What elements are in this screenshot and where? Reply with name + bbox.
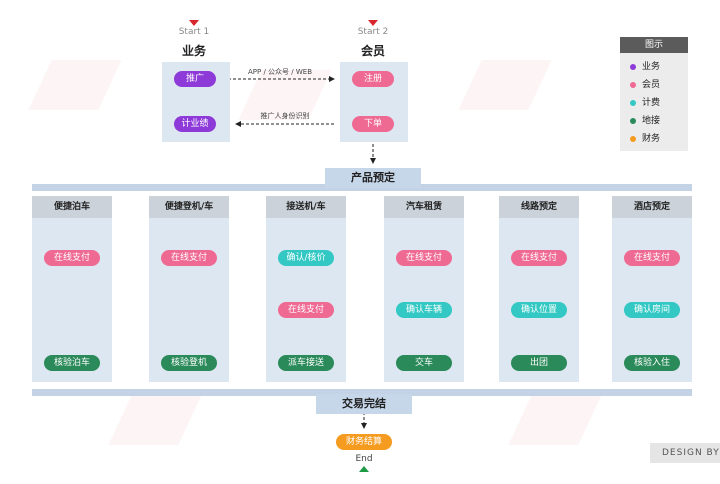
product-band-label: 产品预定 xyxy=(325,168,421,188)
step-node[interactable]: 核验泊车 xyxy=(44,355,100,371)
settlement-node[interactable]: 财务结算 xyxy=(336,434,392,450)
end-label: End xyxy=(355,454,373,464)
legend-label: 业务 xyxy=(642,62,661,72)
step-node[interactable]: 在线支付 xyxy=(396,250,452,266)
product-column-title: 酒店预定 xyxy=(612,196,692,218)
product-column: 酒店预定 xyxy=(612,196,692,382)
legend-label: 会员 xyxy=(642,80,661,90)
legend: 图示 业务 会员 计费 地接 财务 xyxy=(620,37,688,151)
register-node[interactable]: 注册 xyxy=(352,71,394,87)
legend-dot-icon xyxy=(630,63,636,70)
step-node[interactable]: 交车 xyxy=(396,355,452,371)
edge-label-channels: APP / 公众号 / WEB xyxy=(248,68,312,76)
step-node[interactable]: 在线支付 xyxy=(161,250,217,266)
business-title: 业务 xyxy=(181,44,206,58)
legend-item-ground: 地接 xyxy=(630,115,660,127)
product-column-title: 便捷泊车 xyxy=(32,196,112,218)
legend-item-member: 会员 xyxy=(630,79,660,91)
legend-dot-icon xyxy=(630,99,636,106)
step-node[interactable]: 确认位置 xyxy=(511,302,567,318)
product-column: 接送机/车 xyxy=(266,196,346,382)
legend-item-finance: 财务 xyxy=(630,133,660,145)
product-column: 汽车租赁 xyxy=(384,196,464,382)
product-column: 便捷登机/车 xyxy=(149,196,229,382)
step-node[interactable]: 派车接送 xyxy=(278,355,334,371)
step-node[interactable]: 在线支付 xyxy=(511,250,567,266)
legend-label: 财务 xyxy=(642,134,661,144)
member-title: 会员 xyxy=(360,44,385,58)
end-marker xyxy=(359,466,369,472)
start-1-marker xyxy=(189,20,199,26)
step-node[interactable]: 确认车辆 xyxy=(396,302,452,318)
edge-label-identify: 推广人身份识别 xyxy=(260,112,310,120)
product-column-title: 汽车租赁 xyxy=(384,196,464,218)
legend-label: 地接 xyxy=(642,116,661,126)
legend-dot-icon xyxy=(630,81,636,88)
step-node[interactable]: 核验入住 xyxy=(624,355,680,371)
order-node[interactable]: 下单 xyxy=(352,116,394,132)
trade-band-label: 交易完结 xyxy=(316,394,412,414)
step-node[interactable]: 在线支付 xyxy=(278,302,334,318)
design-credit: DESIGN BY : xyxy=(650,443,720,463)
legend-item-billing: 计费 xyxy=(630,97,660,109)
product-column-title: 线路预定 xyxy=(499,196,579,218)
product-column-title: 接送机/车 xyxy=(266,196,346,218)
step-node[interactable]: 在线支付 xyxy=(44,250,100,266)
step-node[interactable]: 出团 xyxy=(511,355,567,371)
legend-label: 计费 xyxy=(642,98,661,108)
product-column: 便捷泊车 xyxy=(32,196,112,382)
step-node[interactable]: 确认房间 xyxy=(624,302,680,318)
legend-dot-icon xyxy=(630,135,636,142)
step-node[interactable]: 确认/核价 xyxy=(278,250,334,266)
trade-band-bar xyxy=(32,389,692,396)
legend-dot-icon xyxy=(630,117,636,124)
performance-node[interactable]: 计业绩 xyxy=(174,116,216,132)
start-2-label: Start 2 xyxy=(357,27,389,37)
legend-item-business: 业务 xyxy=(630,61,660,73)
promote-node[interactable]: 推广 xyxy=(174,71,216,87)
step-node[interactable]: 核验登机 xyxy=(161,355,217,371)
product-column-title: 便捷登机/车 xyxy=(149,196,229,218)
step-node[interactable]: 在线支付 xyxy=(624,250,680,266)
product-column: 线路预定 xyxy=(499,196,579,382)
start-1-label: Start 1 xyxy=(178,27,210,37)
legend-title: 图示 xyxy=(620,37,688,53)
start-2-marker xyxy=(368,20,378,26)
